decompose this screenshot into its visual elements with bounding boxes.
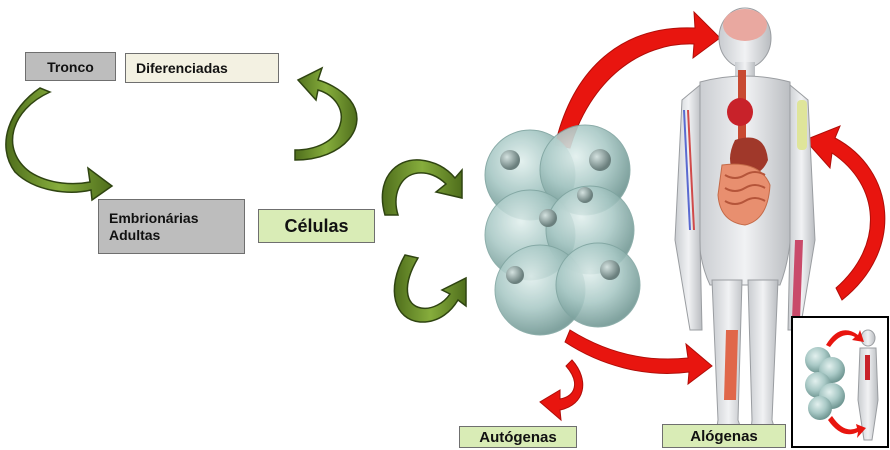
green-arrow-tronco-to-embrionarias-icon [6, 88, 112, 200]
label-diferenciadas: Diferenciadas [125, 53, 279, 83]
label-embrionarias: Embrionárias [109, 210, 198, 227]
green-arrow-upper-to-cells-icon [382, 160, 462, 215]
label-embrionarias-adultas: Embrionárias Adultas [98, 199, 245, 254]
label-autogenas: Autógenas [459, 426, 577, 448]
stem-cell-cluster-icon [485, 125, 640, 335]
label-tronco: Tronco [25, 52, 116, 81]
red-arrow-cells-to-body-bottom-icon [565, 330, 712, 384]
label-celulas: Células [258, 209, 375, 243]
label-alogenas: Alógenas [662, 424, 786, 448]
red-arrow-body-loop-right-icon [805, 126, 885, 300]
red-arrow-autogenas-icon [540, 360, 583, 420]
label-adultas: Adultas [109, 227, 160, 244]
green-arrow-lower-to-cells-icon [394, 255, 466, 322]
green-arrow-to-diferenciadas-icon [295, 68, 357, 160]
inset-image-icon [792, 317, 888, 447]
